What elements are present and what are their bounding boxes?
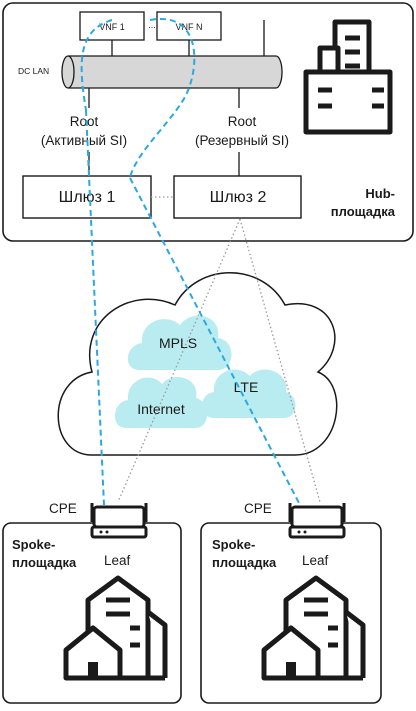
spoke1-leaf-label: Leaf <box>104 553 131 568</box>
spoke2-router-icon <box>288 503 346 539</box>
datacenter-building-icon <box>303 19 393 135</box>
spoke2-title-line1: Spoke- <box>212 537 255 552</box>
mpls-label: MPLS <box>159 335 197 351</box>
gateway1-label: Шлюз 1 <box>59 189 116 206</box>
root-left-subtitle: (Активный SI) <box>41 133 127 148</box>
spoke1-office-icon <box>63 575 168 681</box>
spoke-site-1: CPE Leaf Spoke- площадка <box>2 501 182 704</box>
vnfn-label: VNF N <box>176 22 203 32</box>
hub-site-title-line1: Hub- <box>365 186 395 201</box>
backup-path-spoke1 <box>117 218 241 503</box>
active-tunnels <box>80 17 301 506</box>
spoke2-cpe-label: CPE <box>244 501 272 516</box>
tunnel-to-spoke1 <box>85 109 105 506</box>
dc-lan-label: DC LAN <box>18 66 49 76</box>
spoke1-cpe-label: CPE <box>49 501 77 516</box>
root-left-title: Root <box>70 114 99 129</box>
wan-cloud: MPLS LTE Internet <box>57 272 338 456</box>
vnf-service-chain <box>80 17 196 179</box>
spoke1-router-icon <box>90 503 148 539</box>
spoke1-title-line1: Spoke- <box>12 537 55 552</box>
internet-cloud <box>114 376 208 428</box>
vnf1-box <box>79 11 145 41</box>
mpls-cloud <box>127 315 232 370</box>
spoke1-title-line2: площадка <box>12 555 77 570</box>
vnf-dots: ... <box>148 20 156 30</box>
backup-path-spoke2 <box>239 218 321 503</box>
root-right-subtitle: (Резервный SI) <box>195 133 289 148</box>
spoke-site-2: CPE Leaf Spoke- площадка <box>200 501 382 704</box>
gateway2-box <box>173 175 302 219</box>
gateway2-label: Шлюз 2 <box>210 189 267 206</box>
spoke2-office-icon <box>261 575 366 681</box>
dc-lan-pipe <box>61 55 283 89</box>
vnf1-label: VNF 1 <box>99 22 125 32</box>
backup-paths <box>117 218 321 503</box>
lte-cloud <box>202 369 296 418</box>
lte-label: LTE <box>234 379 259 395</box>
spoke2-leaf-label: Leaf <box>302 553 329 568</box>
root-right-title: Root <box>228 114 257 129</box>
hub-site-title-line2: площадка <box>331 204 396 219</box>
spoke2-title-line2: площадка <box>212 555 277 570</box>
hub-site: VNF 1 ... VNF N DC LAN Root (Активный SI… <box>2 2 414 242</box>
tunnel-to-spoke2 <box>129 177 301 506</box>
internet-label: Internet <box>137 401 185 417</box>
